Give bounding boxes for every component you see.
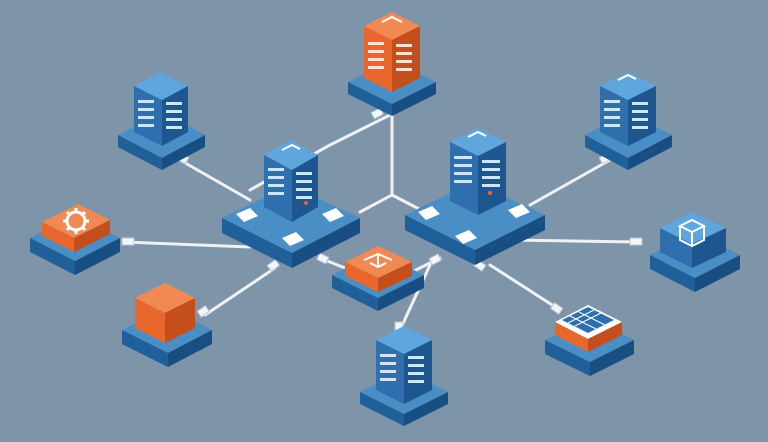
node-server-top-center (348, 12, 436, 116)
cable-top-left (178, 158, 252, 202)
cable-cube (203, 266, 277, 317)
gear-icon (63, 208, 89, 234)
circuit-icon (363, 252, 393, 269)
node-switch-center (332, 246, 424, 311)
server-rack-icon (134, 72, 188, 146)
server-rack-icon (264, 140, 318, 222)
node-server-top-left (118, 72, 205, 170)
server-rack-icon (364, 12, 420, 92)
hub-left-port-icons (236, 208, 344, 246)
server-rack-icon (450, 128, 506, 215)
cable-solar (488, 263, 562, 312)
cable-bottom (398, 263, 432, 332)
cube-icon (135, 283, 195, 343)
solar-panel-icon (562, 307, 614, 333)
node-solar-panel (545, 305, 634, 376)
package-icon (677, 218, 707, 248)
hub-right (405, 128, 545, 265)
hub-right-port-icons (418, 204, 530, 244)
node-server-bottom (360, 326, 448, 426)
cable-package (508, 238, 642, 244)
cable-top-right (528, 158, 612, 207)
cable-top-center-down (358, 113, 394, 214)
node-package-right (650, 212, 740, 292)
hub-left (222, 140, 360, 268)
node-cube-left (122, 283, 212, 367)
node-server-top-right (585, 72, 672, 170)
server-rack-icon (376, 326, 432, 404)
server-rack-icon (600, 72, 656, 146)
cable-gear (123, 240, 252, 249)
node-gear-left (30, 204, 120, 275)
